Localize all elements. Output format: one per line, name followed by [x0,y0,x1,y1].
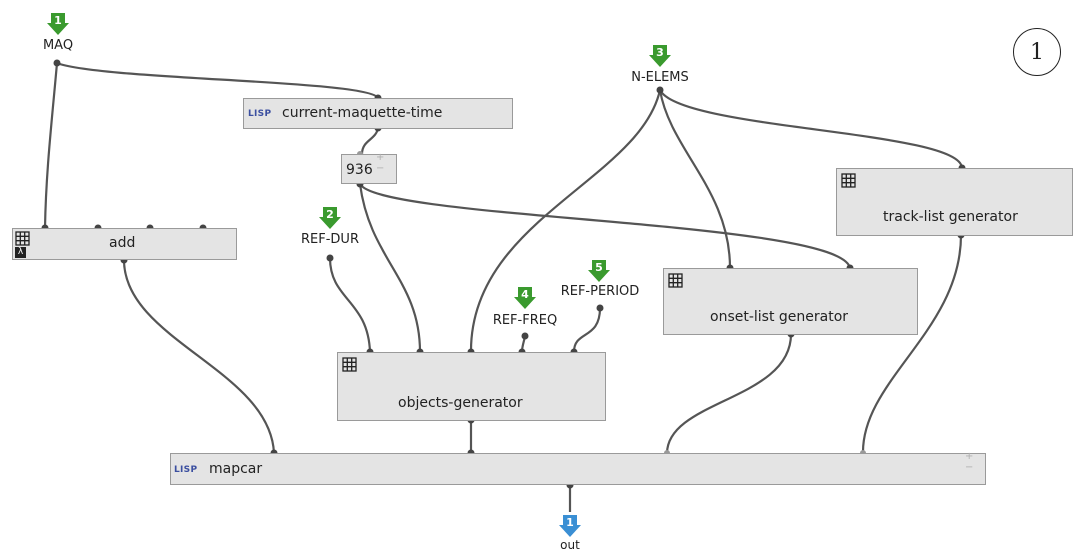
input-label-ref-dur: REF-DUR [301,232,359,247]
wire-936-onset [359,183,852,269]
wire-nelems-onset [658,89,732,269]
input-5-arrow-icon[interactable]: 5 [587,259,611,283]
wire-maq-cmt [56,61,379,99]
input-label-ref-freq: REF-FREQ [492,313,558,328]
objects-generator-box[interactable]: objects-generator [337,352,606,421]
svg-text:2: 2 [326,208,334,221]
wire-add-mapcar [122,259,276,454]
input-3-arrow-icon[interactable]: 3 [648,44,672,68]
box-label: add [109,235,136,251]
figure-number-marker: 1 [1013,28,1061,76]
add-box[interactable]: λ add [12,228,237,260]
wire-refperiod-objgen [572,307,602,353]
wire-936-objgen [358,183,422,353]
output-1-arrow-icon[interactable]: 1 [558,514,582,538]
input-2-arrow-icon[interactable]: 2 [318,206,342,230]
output-label-out: out [560,538,580,552]
wire-track-mapcar [861,234,963,454]
input-label-ref-period: REF-PERIOD [560,284,640,299]
grid-icon [15,231,30,246]
box-label: track-list generator [883,209,1018,225]
svg-text:3: 3 [656,46,664,59]
box-label: objects-generator [398,395,523,411]
track-list-generator-box[interactable]: track-list generator [836,168,1073,236]
onset-list-generator-box[interactable]: onset-list generator [663,268,918,335]
box-label: mapcar [209,461,263,477]
value-label: 936 [346,162,373,178]
lisp-tag: LISP [174,465,198,475]
grid-icon [342,357,357,372]
mapcar-box[interactable]: LISP mapcar +− [170,451,986,485]
wire-refdur-objgen [328,257,372,353]
lisp-tag: LISP [248,109,272,119]
plus-minus-icon[interactable]: +− [376,152,385,174]
current-maquette-time-box[interactable]: LISP current-maquette-time [243,98,513,129]
input-4-arrow-icon[interactable]: 4 [513,286,537,310]
box-label: onset-list generator [710,309,849,325]
plus-minus-icon[interactable]: +− [965,451,974,473]
value-box[interactable]: 936 +− [341,152,397,184]
wire-cmt-936 [360,127,380,155]
input-1-arrow-icon[interactable]: 1 [46,12,70,36]
svg-text:5: 5 [595,261,603,274]
box-label: current-maquette-time [282,105,443,121]
grid-icon [841,173,856,188]
wire-nelems-objgen [469,89,662,353]
input-label-maq: MAQ [42,38,74,53]
svg-text:4: 4 [521,288,529,301]
lambda-icon: λ [15,247,26,258]
input-label-n-elems: N-ELEMS [631,70,689,85]
svg-text:1: 1 [566,516,574,529]
wire-onset-mapcar [665,333,793,454]
wire-maq-add [43,62,59,229]
svg-text:1: 1 [54,14,62,27]
grid-icon [668,273,683,288]
wire-nelems-track [659,89,964,169]
